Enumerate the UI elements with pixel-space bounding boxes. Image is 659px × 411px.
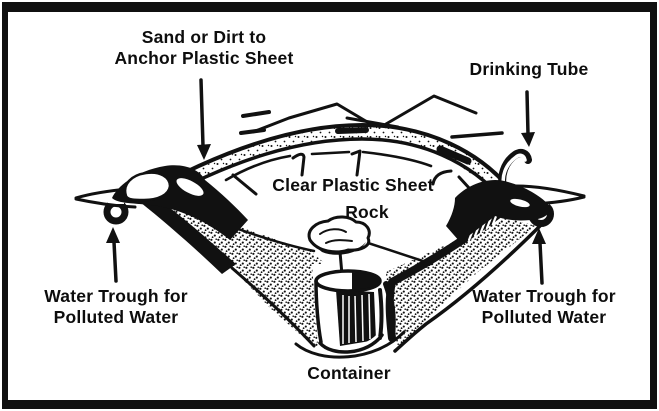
label-line: Polluted Water [53,307,179,327]
drinking-tube-drawing [498,148,532,196]
label-line: Water Trough for [472,286,616,306]
dirt-mounds [239,94,504,139]
label-line: Polluted Water [481,307,607,327]
container-drawing [314,269,396,354]
label-line: Anchor Plastic Sheet [114,48,294,68]
label-line: Water Trough for [44,286,188,306]
label-water-trough-left: Water Trough for Polluted Water [44,286,188,328]
arrow-water-trough-right [532,228,546,285]
label-container: Container [307,363,391,383]
sand-anchor-right [446,179,550,242]
inner-sheet-line [224,149,483,203]
arrow-drinking-tube [521,90,535,147]
label-line: Sand or Dirt to [141,27,267,47]
label-water-trough-right: Water Trough for Polluted Water [472,286,616,328]
label-clear-plastic-sheet: Clear Plastic Sheet [272,175,434,195]
label-rock: Rock [345,202,389,222]
sand-band-on-plastic-sheet [138,123,516,205]
label-drinking-tube: Drinking Tube [469,59,589,79]
arrow-sand-anchor [197,78,211,160]
label-sand-anchor: Sand or Dirt to Anchor Plastic Sheet [114,27,293,69]
sand-anchor-left [112,165,248,240]
rock-drawing [307,215,371,255]
arrow-water-trough-left [106,227,120,283]
